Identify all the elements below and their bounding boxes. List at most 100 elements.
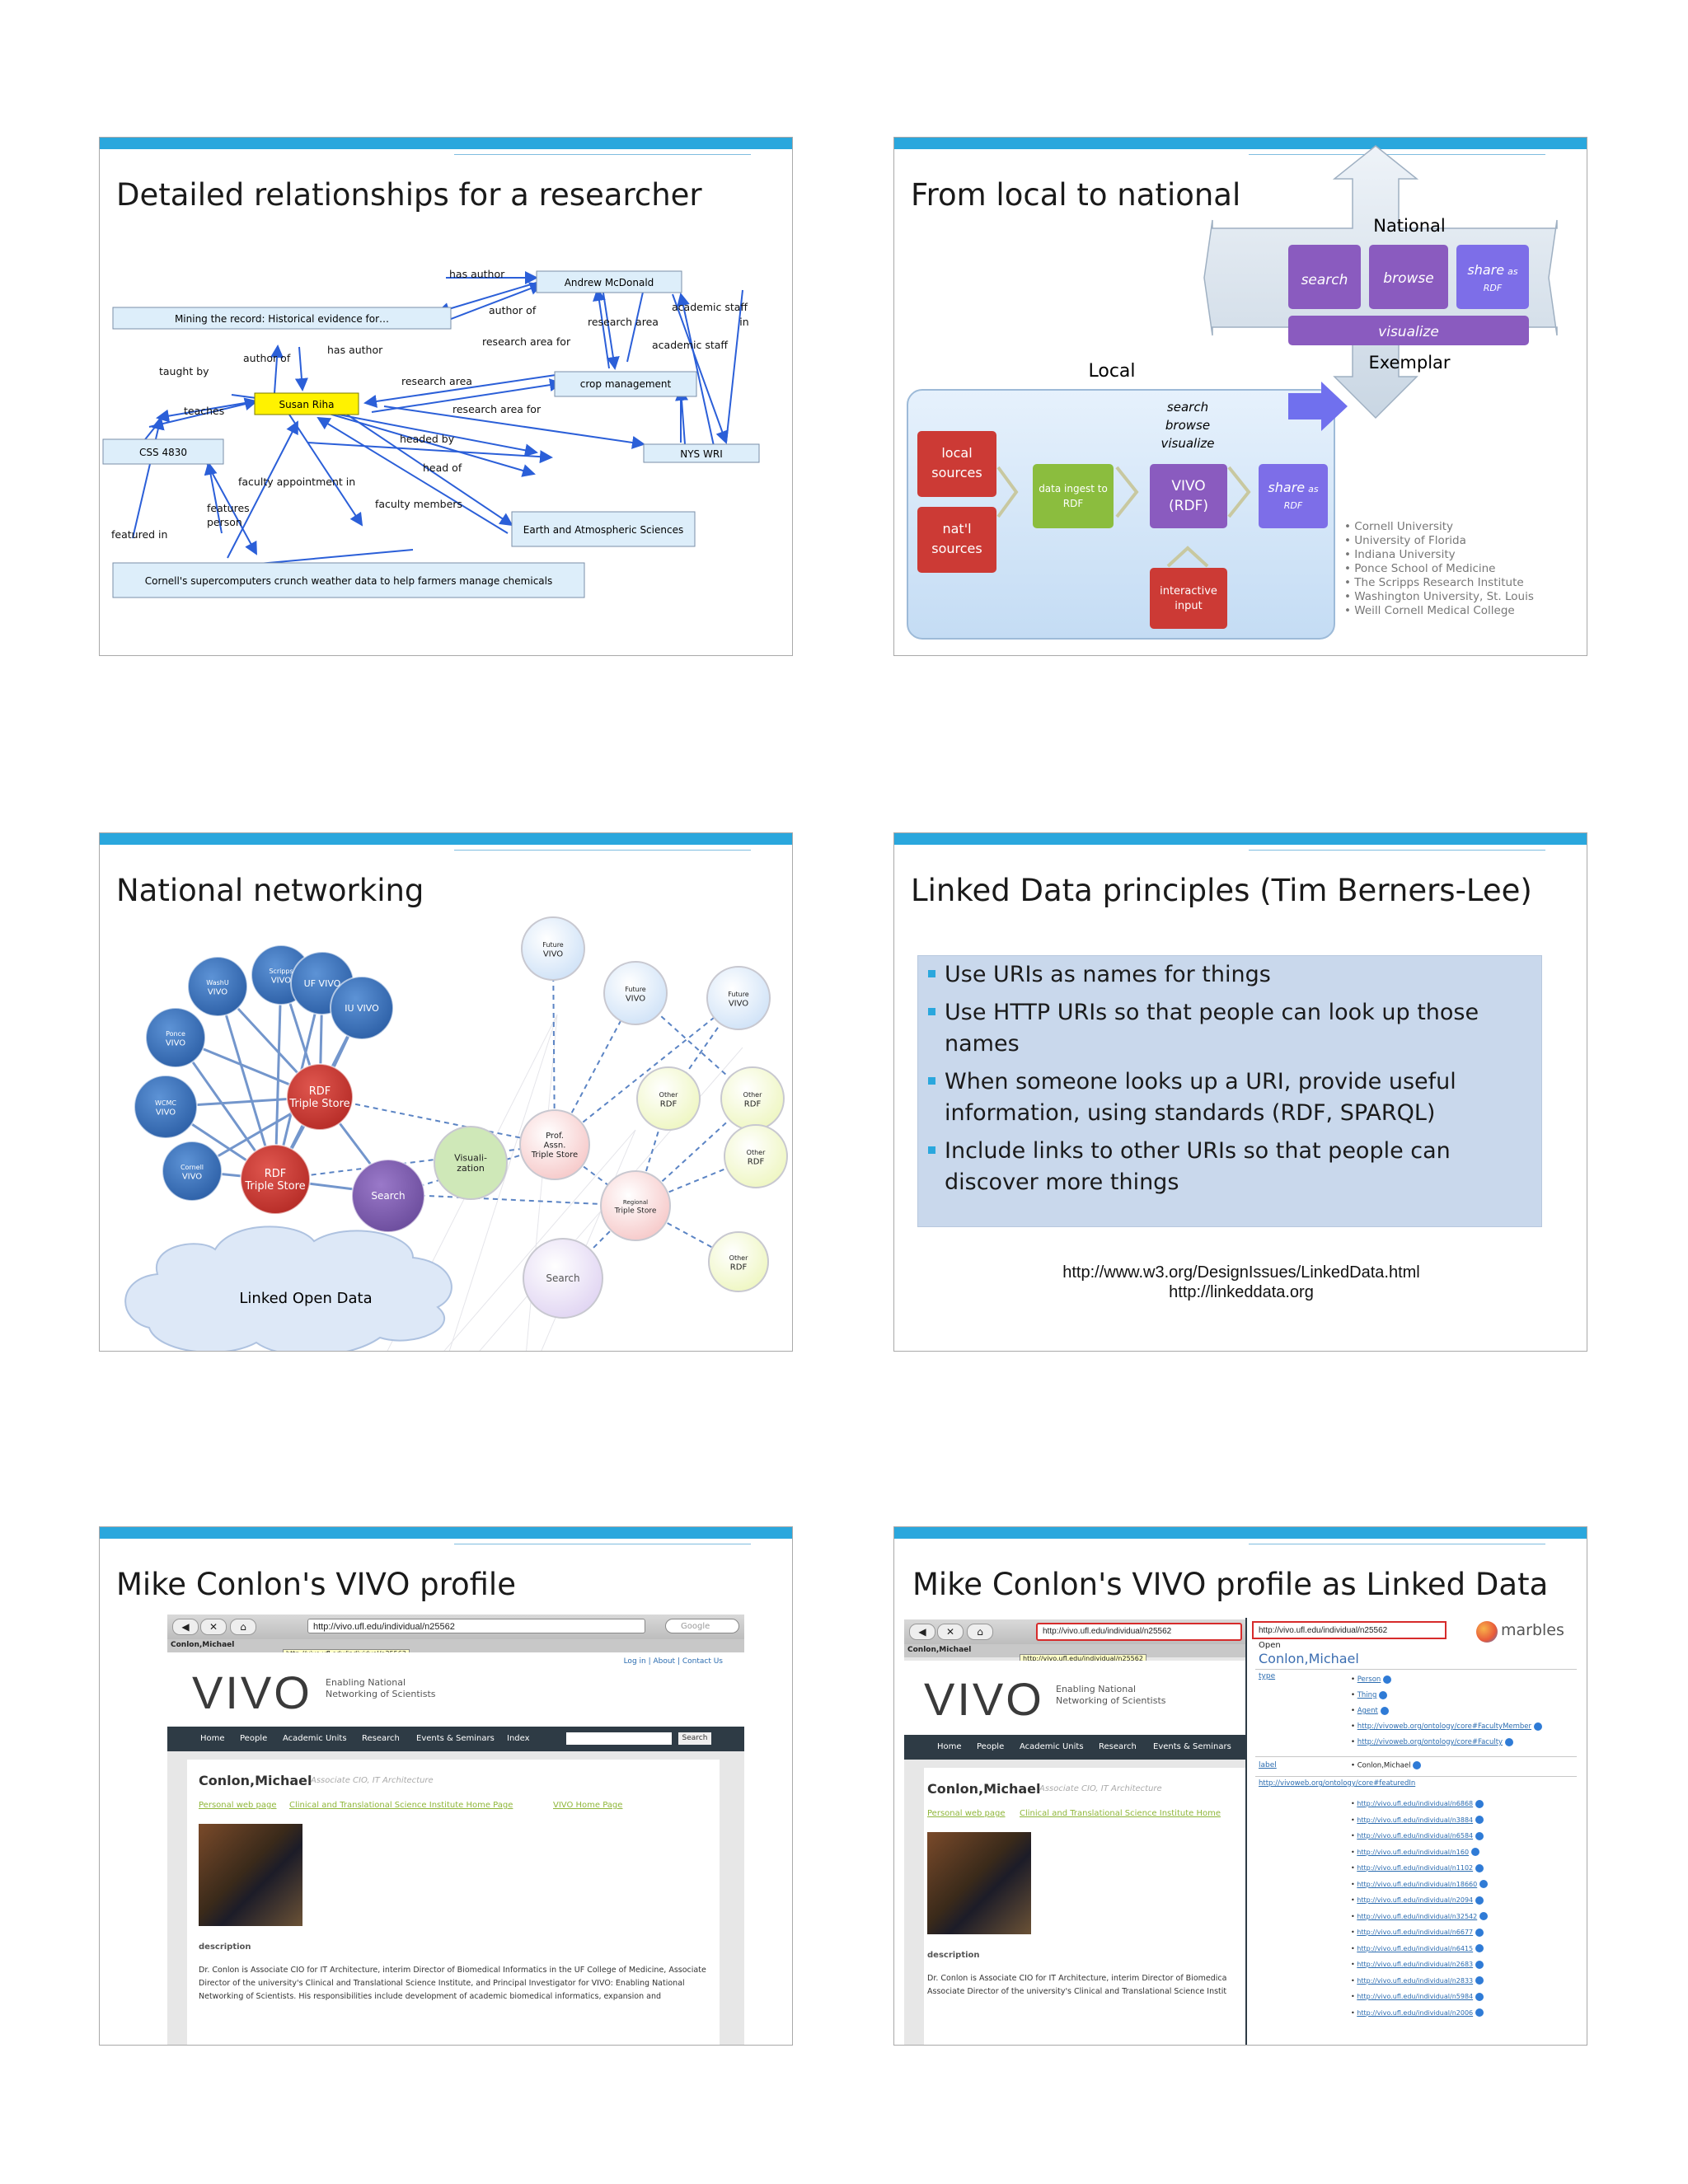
network-node-label: Prof. (546, 1132, 564, 1141)
address-bar[interactable]: http://vivo.ufl.edu/individual/n25562 (1036, 1623, 1242, 1641)
link-personal-web-page[interactable]: Personal web page (199, 1801, 277, 1810)
ref-item[interactable]: • http://vivo.ufl.edu/individual/n2006 (1351, 2005, 1488, 2022)
national-browse-label: browse (1383, 270, 1433, 287)
bullet-icon (928, 1146, 935, 1154)
vivo-search-input[interactable] (566, 1732, 672, 1745)
browser-tab[interactable]: Conlon,Michael (171, 1641, 235, 1649)
link-ctsi-home-page[interactable]: Clinical and Translational Science Insti… (289, 1801, 513, 1810)
type-item[interactable]: • Thing (1351, 1688, 1542, 1704)
network-node-circle (708, 1231, 769, 1292)
principle-item: When someone looks up a URI, provide use… (928, 1066, 1533, 1129)
marble-icon (1475, 1992, 1484, 2001)
ref-item[interactable]: • http://vivo.ufl.edu/individual/n2683 (1351, 1957, 1488, 1973)
marbles-url-bar[interactable]: http://vivo.ufl.edu/individual/n25562 (1252, 1621, 1447, 1639)
ii-line: input (1175, 600, 1202, 612)
network-node-circle (286, 1063, 354, 1131)
type-item[interactable]: • Agent (1351, 1704, 1542, 1719)
back-button[interactable]: ◀ (172, 1619, 199, 1635)
marble-icon (1470, 1848, 1479, 1856)
vivo-search-button[interactable]: Search (678, 1732, 711, 1745)
ref-item[interactable]: • http://vivo.ufl.edu/individual/n1102 (1351, 1860, 1488, 1877)
reference-link[interactable]: http://linkeddata.org (1169, 1283, 1314, 1301)
nav-item-people[interactable]: People (977, 1742, 1005, 1751)
nav-item-home[interactable]: Home (937, 1742, 962, 1751)
ref-item[interactable]: • http://vivo.ufl.edu/individual/n6415 (1351, 1941, 1488, 1957)
network-node-label: VIVO (626, 994, 645, 1003)
national-search-box (1288, 245, 1361, 309)
marble-icon (1475, 1799, 1484, 1808)
nav-item-events[interactable]: Events & Seminars (1153, 1742, 1231, 1751)
institution-item: • The Scripps Research Institute (1344, 576, 1524, 589)
sbv-line: search (1167, 400, 1208, 415)
search-engine-field[interactable]: Google (665, 1619, 739, 1633)
featured-in-label[interactable]: http://vivoweb.org/ontology/core#feature… (1259, 1779, 1416, 1788)
node-cornell-label: Cornell's supercomputers crunch weather … (145, 575, 552, 587)
forward-button[interactable]: ✕ (200, 1619, 227, 1635)
home-icon[interactable]: ⌂ (230, 1619, 256, 1635)
link-vivo-home-page[interactable]: VIVO Home Page (553, 1801, 623, 1810)
nav-item-academic-units[interactable]: Academic Units (283, 1734, 347, 1743)
edge-label-line: features (207, 502, 250, 514)
type-item[interactable]: • http://vivoweb.org/ontology/core#Facul… (1351, 1735, 1542, 1750)
link-personal-web-page[interactable]: Personal web page (927, 1809, 1006, 1818)
vivo-rdf-box (1150, 464, 1227, 528)
local-sources-box (917, 431, 996, 497)
reference-link[interactable]: http://www.w3.org/DesignIssues/LinkedDat… (1062, 1263, 1420, 1282)
description-label: description (199, 1943, 251, 1952)
nav-item-research[interactable]: Research (362, 1734, 400, 1743)
ref-item[interactable]: • http://vivo.ufl.edu/individual/n6584 (1351, 1828, 1488, 1844)
type-item[interactable]: • Person (1351, 1672, 1542, 1688)
ref-item[interactable]: • http://vivo.ufl.edu/individual/n2094 (1351, 1892, 1488, 1909)
edge-label-line: academic staff (672, 301, 748, 313)
nav-item-index[interactable]: Index (507, 1734, 530, 1743)
slide-linked-data-principles: Linked Data principles (Tim Berners-Lee)… (893, 832, 1587, 1352)
link-ctsi-home-page[interactable]: Clinical and Translational Science Insti… (1020, 1809, 1221, 1818)
nav-item-home[interactable]: Home (200, 1734, 225, 1743)
network-node-label: RDF (309, 1085, 331, 1098)
browser-screenshot: ◀ ✕ ⌂ http://vivo.ufl.edu/individual/n25… (904, 1619, 1250, 2045)
vivo-logo: VIVO (192, 1666, 312, 1718)
edge-label: author of (243, 352, 291, 364)
bullet-icon (928, 1008, 935, 1015)
ref-item[interactable]: • http://vivo.ufl.edu/individual/n6677 (1351, 1924, 1488, 1941)
ref-item[interactable]: • http://vivo.ufl.edu/individual/n6868 (1351, 1796, 1488, 1812)
ref-item[interactable]: • http://vivo.ufl.edu/individual/n32542 (1351, 1909, 1488, 1925)
linked-open-data-cloud (124, 1226, 452, 1351)
marble-icon (1475, 1896, 1484, 1905)
edge-label: research area (588, 316, 659, 328)
browser-tab[interactable]: Conlon,Michael (907, 1646, 972, 1654)
ref-item[interactable]: • http://vivo.ufl.edu/individual/n5984 (1351, 1989, 1488, 2005)
network-node-label: Regional (623, 1199, 648, 1206)
header-links[interactable]: Log in | About | Contact Us (623, 1657, 723, 1666)
network-node-label: Search (546, 1272, 579, 1284)
nav-item-academic-units[interactable]: Academic Units (1020, 1742, 1084, 1751)
ref-item[interactable]: • http://vivo.ufl.edu/individual/n2833 (1351, 1973, 1488, 1990)
nav-item-people[interactable]: People (240, 1734, 268, 1743)
ref-item[interactable]: • http://vivo.ufl.edu/individual/n18660 (1351, 1877, 1488, 1893)
chevron-shape (1227, 466, 1251, 518)
vr-line: (RDF) (1169, 498, 1208, 514)
home-icon[interactable]: ⌂ (967, 1624, 993, 1640)
address-bar[interactable]: http://vivo.ufl.edu/individual/n25562 (307, 1619, 645, 1633)
network-node-label: Future (625, 986, 646, 993)
ns-line: sources (931, 541, 982, 556)
back-button[interactable]: ◀ (909, 1624, 935, 1640)
up-arrow-shape (1288, 382, 1348, 431)
ref-item[interactable]: • http://vivo.ufl.edu/individual/n3884 (1351, 1812, 1488, 1829)
type-item[interactable]: • http://vivoweb.org/ontology/core#Facul… (1351, 1719, 1542, 1735)
marbles-open[interactable]: Open (1259, 1641, 1281, 1650)
ref-item[interactable]: • http://vivo.ufl.edu/individual/n160 (1351, 1844, 1488, 1861)
forward-button[interactable]: ✕ (937, 1624, 964, 1640)
slide-detailed-relationships: Detailed relationships for a researcher (99, 137, 793, 656)
national-label: National (1373, 216, 1446, 236)
browser-toolbar: ◀ ✕ ⌂ http://vivo.ufl.edu/individual/n25… (167, 1615, 744, 1639)
network-node-label: Triple Store (288, 1098, 349, 1110)
nav-item-research[interactable]: Research (1099, 1742, 1137, 1751)
nav-item-events[interactable]: Events & Seminars (416, 1734, 495, 1743)
